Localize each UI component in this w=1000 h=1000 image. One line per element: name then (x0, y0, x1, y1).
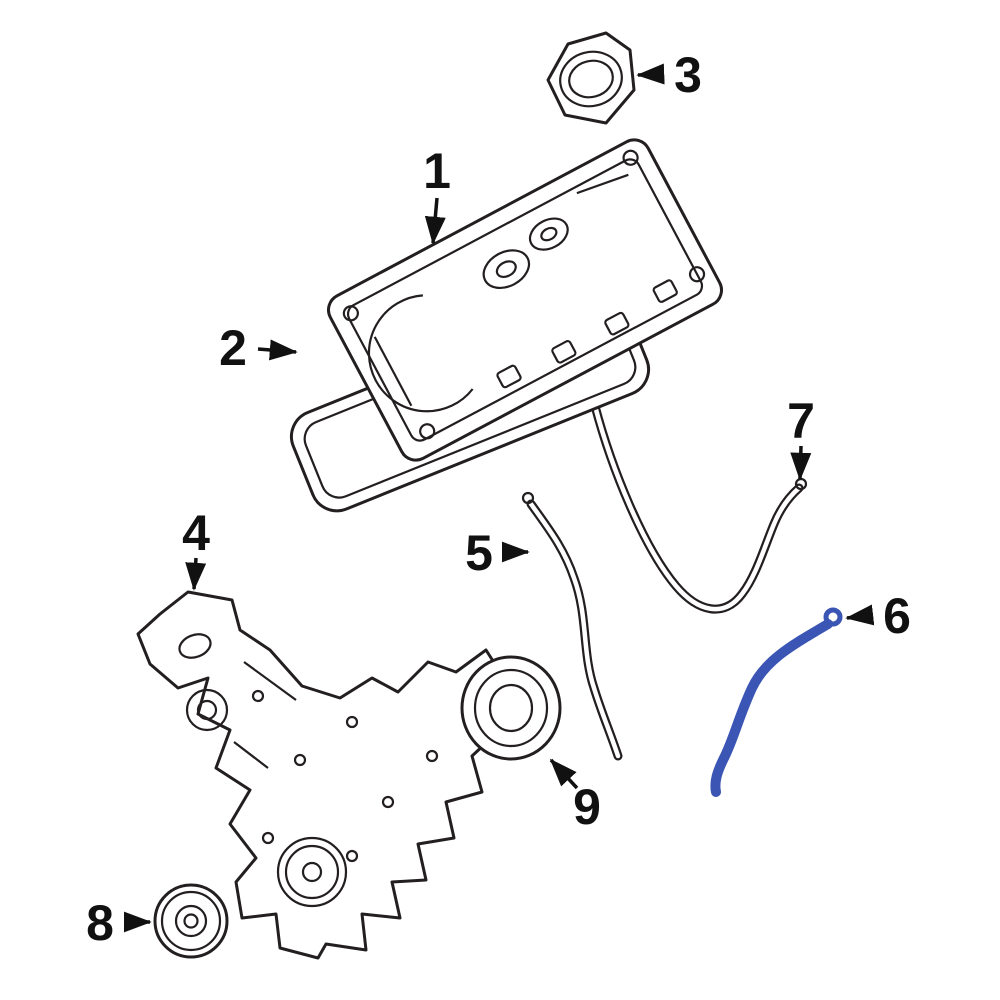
part-valve-cover (327, 138, 723, 462)
tube-eyelet (823, 607, 843, 627)
crank-snout-bore (276, 836, 348, 908)
bolt-hole (251, 689, 265, 703)
cover-arc-detail (367, 294, 474, 413)
callout-7-arrow (790, 445, 812, 481)
part-timing-cover (136, 590, 502, 960)
callout-7: 7 (787, 393, 815, 481)
bolt-hole (345, 715, 359, 729)
bolt-boss (551, 340, 577, 364)
callout-1-label: 1 (423, 143, 451, 199)
bolt-hole (345, 849, 359, 863)
callout-3-label: 3 (674, 47, 702, 103)
part-oil-filler-cap (546, 31, 636, 125)
bolt-hole (381, 795, 395, 809)
callout-5-label: 5 (465, 525, 493, 581)
callout-7-label: 7 (787, 393, 815, 449)
callout-6-arrow (845, 604, 875, 626)
callout-2-arrow (257, 339, 298, 361)
bolt-hole (342, 305, 359, 322)
bolt-hole (425, 749, 439, 763)
callout-3: 3 (636, 47, 702, 103)
callout-1: 1 (423, 143, 451, 245)
callout-1-arrow (424, 197, 446, 245)
part-timing-cover-gasket-center (521, 491, 623, 761)
callout-6: 6 (845, 588, 911, 644)
bolt-boss (604, 311, 630, 336)
callout-3-arrow (636, 63, 665, 85)
callout-6-label: 6 (883, 588, 911, 644)
bolt-hole (261, 831, 275, 845)
part-dipstick-tube-highlighted (710, 607, 843, 797)
bolt-hole (293, 753, 307, 767)
callout-4: 4 (182, 505, 210, 591)
callout-9-label: 9 (573, 779, 601, 835)
coil-tower-hole (528, 217, 569, 251)
cover-port (185, 688, 229, 732)
bolt-hole (688, 266, 706, 283)
callout-4-arrow (185, 557, 207, 591)
bolt-hole (419, 423, 436, 440)
callout-9: 9 (549, 758, 601, 835)
cover-port (178, 633, 212, 659)
callout-8-label: 8 (86, 895, 114, 951)
callout-2-label: 2 (219, 320, 247, 376)
bolt-boss (496, 364, 522, 389)
callout-9-arrow (549, 758, 579, 790)
coil-tower-hole (482, 249, 531, 290)
callout-4-label: 4 (182, 505, 210, 561)
gasket-end-loop (521, 491, 535, 505)
part-crankshaft-pulley (153, 883, 229, 959)
callout-8: 8 (86, 895, 152, 951)
part-timing-cover-gasket-right (587, 393, 808, 614)
part-crankshaft-seal (460, 655, 562, 761)
callout-5: 5 (465, 525, 530, 581)
callout-2: 2 (219, 320, 298, 376)
bolt-hole (622, 149, 639, 166)
bolt-boss (652, 279, 678, 303)
